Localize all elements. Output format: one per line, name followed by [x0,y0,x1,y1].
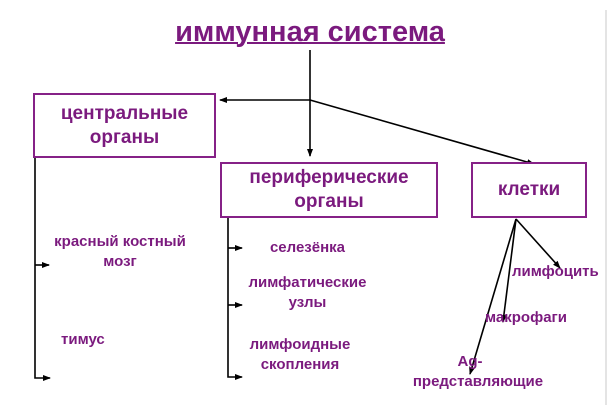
title-to-cells-arrow [309,99,535,165]
label-spleen: селезёнка [269,239,346,256]
label-apc-1: Ag- [457,353,483,370]
label-bone-marrow-1: красный костный [54,233,186,250]
cells-arrow-apc [469,218,517,375]
label-lymphocytes: лимфоцить [512,263,599,280]
peripheral-trunk [227,217,243,380]
central-line1: центральные [60,102,189,124]
central-line2: органы [89,126,160,148]
label-macrophages: макрофаги [485,309,568,326]
label-apc-2: представляющие [412,373,544,390]
peripheral-line2: органы [294,191,364,212]
peripheral-organs-box: периферические органы [220,162,438,218]
label-nodes-2: узлы [288,294,327,311]
label-clusters-1: лимфоидные [249,336,351,353]
cells-arrow-macrophages [500,218,517,323]
diagram-title: иммунная система [175,16,445,48]
central-trunk [34,157,51,381]
cells-label: клетки [497,179,561,200]
cells-arrow-lymphocytes [515,218,561,269]
label-nodes-1: лимфатические [248,274,367,291]
label-thymus: тимус [61,331,105,348]
label-clusters-2: скопления [260,356,340,373]
label-bone-marrow-2: мозг [103,253,137,270]
page-edge [605,10,607,405]
cells-box: клетки [471,162,587,218]
peripheral-line1: периферические [249,167,409,188]
central-organs-box: центральные органы [33,93,216,158]
